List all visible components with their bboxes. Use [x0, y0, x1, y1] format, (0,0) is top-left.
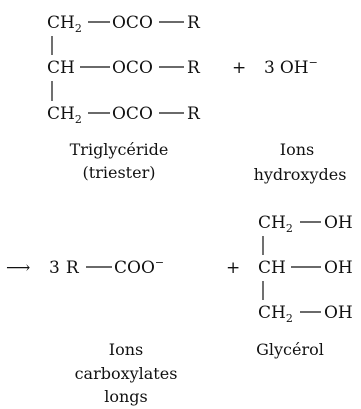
hydroxide-label-line2: hydroxydes	[254, 165, 347, 184]
product-plus: +	[226, 258, 240, 278]
triglyceride-label-line1: Triglycéride	[70, 140, 169, 159]
gly-row2-group: CH	[258, 258, 286, 278]
tg-row1-r: R	[187, 13, 201, 33]
tg-row3-group: CH2	[47, 104, 82, 126]
carboxylate-label-line1: Ions	[109, 340, 143, 359]
gly-row1-oh: OH	[324, 213, 353, 233]
tg-row2-r: R	[187, 58, 201, 78]
reactant-plus: +	[232, 58, 246, 78]
gly-row2-oh: OH	[324, 258, 353, 278]
gly-row1-group: CH2	[258, 213, 293, 235]
tg-row1-group: CH2	[47, 13, 82, 35]
carboxylate-group: COO−	[114, 256, 164, 278]
triglyceride-structure: CH2 OCO R CH OCO R CH2 OCO R	[47, 13, 201, 126]
tg-row2-ester: OCO	[112, 58, 153, 78]
tg-row3-ester: OCO	[112, 104, 153, 124]
carboxylate-label-line3: longs	[104, 387, 148, 406]
carboxylate-label-line2: carboxylates	[75, 364, 178, 383]
tg-row3-r: R	[187, 104, 201, 124]
gly-row3-oh: OH	[324, 303, 353, 323]
glycerol-label: Glycérol	[256, 340, 324, 359]
tg-row1-ester: OCO	[112, 13, 153, 33]
glycerol-structure: CH2 OH CH OH CH2 OH	[258, 213, 353, 325]
gly-row3-group: CH2	[258, 303, 293, 325]
tg-row2-group: CH	[47, 58, 75, 78]
reaction-arrow: ⟶	[6, 258, 30, 278]
hydroxide-label-line1: Ions	[280, 140, 314, 159]
triglyceride-label-line2: (triester)	[83, 163, 156, 182]
